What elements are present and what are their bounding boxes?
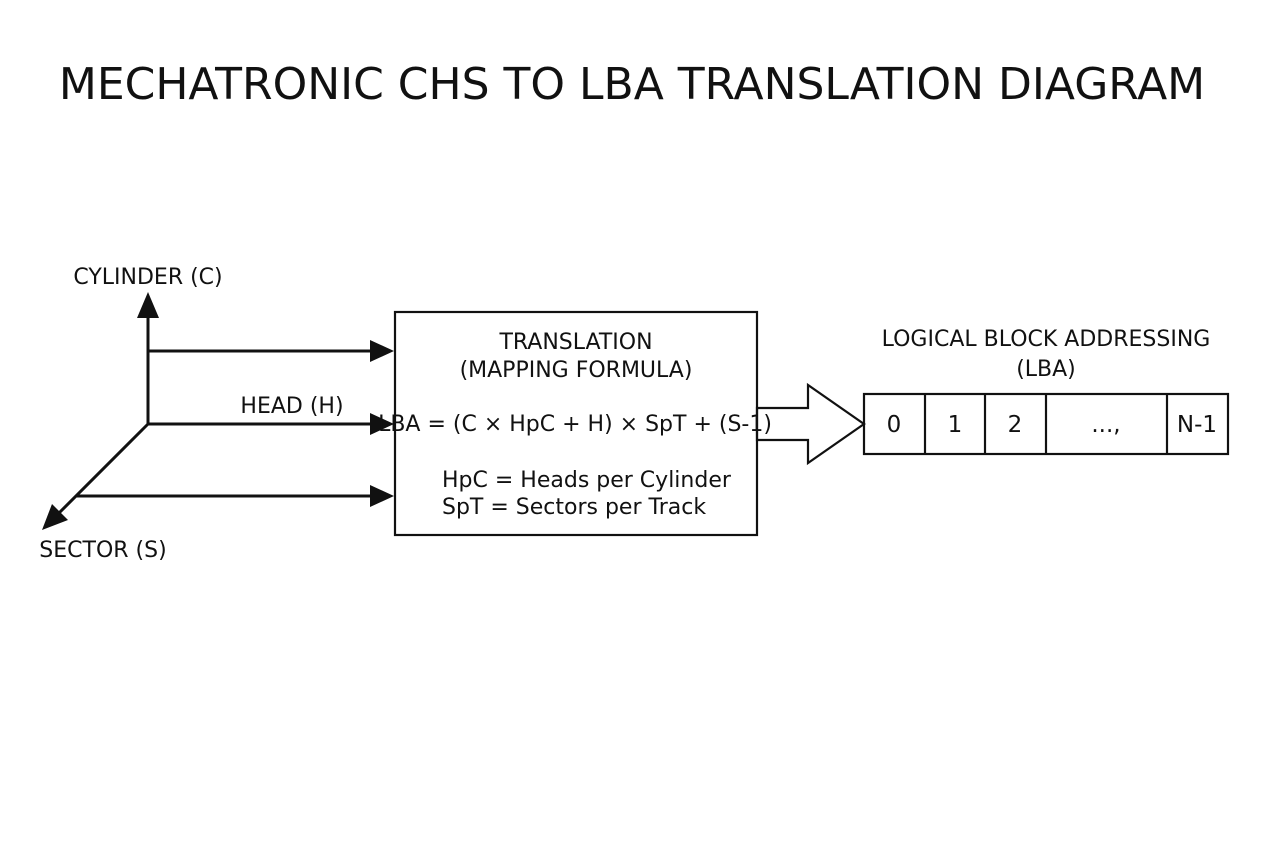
lba-block: LOGICAL BLOCK ADDRESSING (LBA) 0 1 2 ...… — [862, 327, 1230, 456]
hpc-definition: HpC = Heads per Cylinder — [442, 468, 732, 493]
cylinder-input-arrowhead — [370, 340, 394, 362]
lba-title: LOGICAL BLOCK ADDRESSING — [882, 327, 1211, 352]
lba-cell-1: 1 — [948, 412, 963, 438]
head-input-arrowhead — [370, 413, 394, 435]
lba-subtitle: (LBA) — [1016, 357, 1076, 382]
translation-title: TRANSLATION — [498, 330, 652, 355]
translation-subtitle: (MAPPING FORMULA) — [460, 358, 693, 383]
lba-cell-ellipsis: ..., — [1091, 412, 1120, 438]
sector-axis-line — [54, 422, 150, 518]
sector-input-arrowhead — [370, 485, 394, 507]
diagram-title: MECHATRONIC CHS TO LBA TRANSLATION DIAGR… — [59, 59, 1205, 110]
lba-cell-last: N-1 — [1177, 412, 1217, 438]
input-arrows — [76, 340, 394, 507]
head-label: HEAD (H) — [240, 394, 343, 419]
lba-cell-2: 2 — [1008, 412, 1023, 438]
lba-cell-0: 0 — [887, 412, 902, 438]
sector-axis-arrowhead — [42, 504, 68, 530]
cylinder-label: CYLINDER (C) — [73, 265, 222, 290]
cylinder-axis-arrowhead — [137, 292, 159, 318]
output-arrow — [755, 382, 866, 466]
lba-formula: LBA = (C × HpC + H) × SpT + (S-1) — [378, 412, 772, 437]
spt-definition: SpT = Sectors per Track — [442, 495, 706, 520]
translation-box: TRANSLATION (MAPPING FORMULA) LBA = (C ×… — [378, 310, 772, 537]
sector-label: SECTOR (S) — [39, 538, 166, 563]
chs-axes: CYLINDER (C) HEAD (H) SECTOR (S) — [39, 265, 343, 563]
